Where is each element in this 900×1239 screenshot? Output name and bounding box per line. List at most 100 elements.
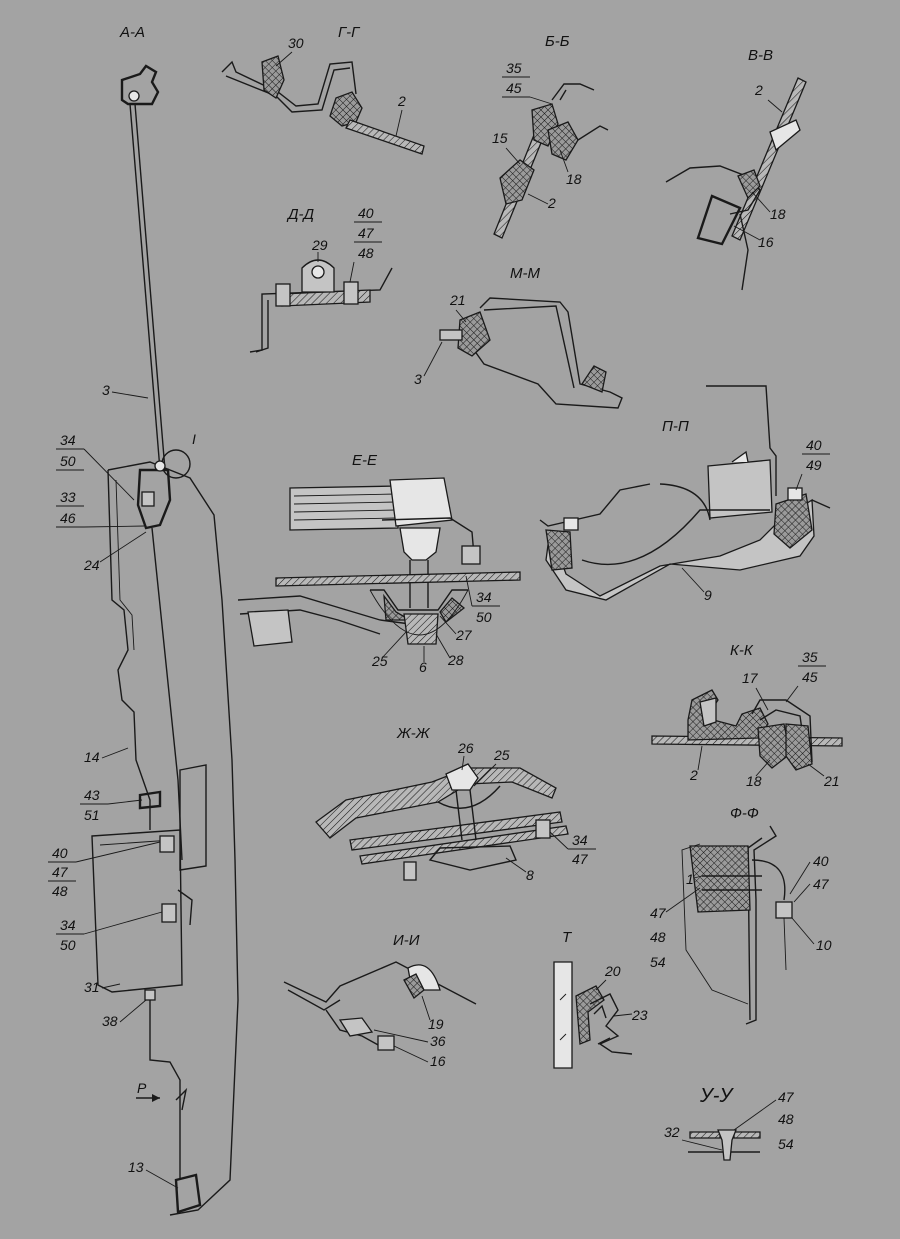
- mm-label-21: 21: [449, 292, 466, 308]
- pp-handle-body: [707, 459, 773, 519]
- aa-label-34: 34: [60, 432, 76, 448]
- vv-label-16: 16: [758, 234, 774, 250]
- section-aa-title: А-А: [119, 24, 145, 41]
- aa-bolt-40: [159, 835, 175, 853]
- t-label-20: 20: [604, 963, 621, 979]
- section-uu: У-У 32 47 48 54: [664, 1085, 795, 1161]
- section-ii-title: И-И: [393, 932, 420, 949]
- view-p-label: Р: [137, 1080, 147, 1096]
- aa-label-3: 3: [102, 382, 110, 398]
- aa-lock-bracket: [136, 468, 172, 530]
- zhzh-label-26: 26: [457, 740, 474, 756]
- section-kk: К-К 35 45 17 2 18 21: [651, 642, 843, 789]
- vv-label-18: 18: [770, 206, 786, 222]
- uu-label-48: 48: [778, 1111, 794, 1127]
- section-ii: И-И 19 36 16: [283, 932, 477, 1069]
- section-vv: В-В 2 18 16: [665, 47, 807, 291]
- aa-label-50b: 50: [60, 937, 76, 953]
- section-dd-title: Д-Д: [286, 206, 315, 223]
- aa-bottom-seal-13: [174, 1173, 202, 1214]
- dd-label-29: 29: [311, 237, 328, 253]
- kk-label-21: 21: [823, 773, 840, 789]
- section-bb-title: Б-Б: [545, 33, 570, 50]
- ee-motor-drum: [289, 485, 399, 531]
- dd-label-48: 48: [358, 245, 374, 261]
- ff-label-48: 48: [650, 929, 666, 945]
- ii-label-16: 16: [430, 1053, 446, 1069]
- detail-i-label: I: [192, 431, 196, 447]
- aa-label-31: 31: [84, 979, 100, 995]
- uu-label-47: 47: [778, 1089, 795, 1105]
- ff-label-47b: 47: [650, 905, 667, 921]
- section-vv-title: В-В: [748, 47, 773, 64]
- aa-label-24: 24: [83, 557, 100, 573]
- bb-label-45: 45: [506, 80, 522, 96]
- uu-label-54: 54: [778, 1136, 794, 1152]
- aa-label-14: 14: [84, 749, 100, 765]
- aa-top-bracket: [120, 64, 160, 106]
- section-gg-title: Г-Г: [338, 24, 361, 41]
- section-gg: Г-Г 30 2: [221, 24, 425, 155]
- aa-detail-i-circle: [161, 449, 191, 479]
- aa-label-50: 50: [60, 453, 76, 469]
- ff-label-10: 10: [816, 937, 832, 953]
- section-dd: Д-Д 29 40 47 48: [249, 205, 393, 353]
- aa-label-40: 40: [52, 845, 68, 861]
- aa-bolt-34: [161, 903, 177, 923]
- dd-label-47: 47: [358, 225, 375, 241]
- kk-label-18: 18: [746, 773, 762, 789]
- ii-label-19: 19: [428, 1016, 444, 1032]
- section-ff-title: Ф-Ф: [730, 805, 759, 822]
- gg-label-30: 30: [288, 35, 304, 51]
- mm-label-3: 3: [414, 371, 422, 387]
- pp-label-9: 9: [704, 587, 712, 603]
- ee-label-27: 27: [455, 627, 473, 643]
- kk-label-17: 17: [742, 670, 759, 686]
- aa-label-43: 43: [84, 787, 100, 803]
- aa-label-33: 33: [60, 489, 76, 505]
- pp-label-49: 49: [806, 457, 822, 473]
- bb-seal-15: [499, 159, 535, 205]
- bb-label-18: 18: [566, 171, 582, 187]
- aa-label-47: 47: [52, 864, 69, 880]
- aa-top-bushing: [128, 90, 140, 102]
- t-glass: [553, 961, 573, 1069]
- ff-armrest-1: [689, 845, 751, 913]
- uu-label-32: 32: [664, 1124, 680, 1140]
- t-label-23: 23: [631, 1007, 648, 1023]
- zhzh-handle: [315, 767, 557, 839]
- bb-label-35: 35: [506, 60, 522, 76]
- aa-inner-panel: [107, 461, 239, 1216]
- aa-label-48: 48: [52, 883, 68, 899]
- vv-label-2: 2: [754, 82, 763, 98]
- dd-label-40: 40: [358, 205, 374, 221]
- ee-label-25: 25: [371, 653, 388, 669]
- bb-label-2: 2: [547, 195, 556, 211]
- section-uu-title: У-У: [699, 1085, 734, 1107]
- zhzh-label-8: 8: [526, 867, 534, 883]
- ee-label-28: 28: [447, 652, 464, 668]
- section-kk-title: К-К: [730, 642, 754, 659]
- aa-label-34b: 34: [60, 917, 76, 933]
- pp-handle-9: [545, 498, 815, 601]
- aa-label-46: 46: [60, 510, 76, 526]
- aa-label-51: 51: [84, 807, 100, 823]
- section-zhzh-title: Ж-Ж: [396, 725, 431, 742]
- kk-label-35: 35: [802, 649, 818, 665]
- bb-label-15: 15: [492, 130, 508, 146]
- aa-rod: [129, 103, 161, 471]
- aa-label-38: 38: [102, 1013, 118, 1029]
- vv-glass-2: [731, 77, 807, 241]
- ee-label-50: 50: [476, 609, 492, 625]
- zhzh-label-25: 25: [493, 747, 510, 763]
- zhzh-label-34: 34: [572, 832, 588, 848]
- gg-glass-2: [345, 119, 425, 155]
- kk-label-2: 2: [689, 767, 698, 783]
- ee-label-34: 34: [476, 589, 492, 605]
- ff-label-54: 54: [650, 954, 666, 970]
- pp-label-40: 40: [806, 437, 822, 453]
- ff-label-40: 40: [813, 853, 829, 869]
- section-aa: А-А Р I: [48, 24, 239, 1216]
- t-seal-20: [575, 985, 605, 1045]
